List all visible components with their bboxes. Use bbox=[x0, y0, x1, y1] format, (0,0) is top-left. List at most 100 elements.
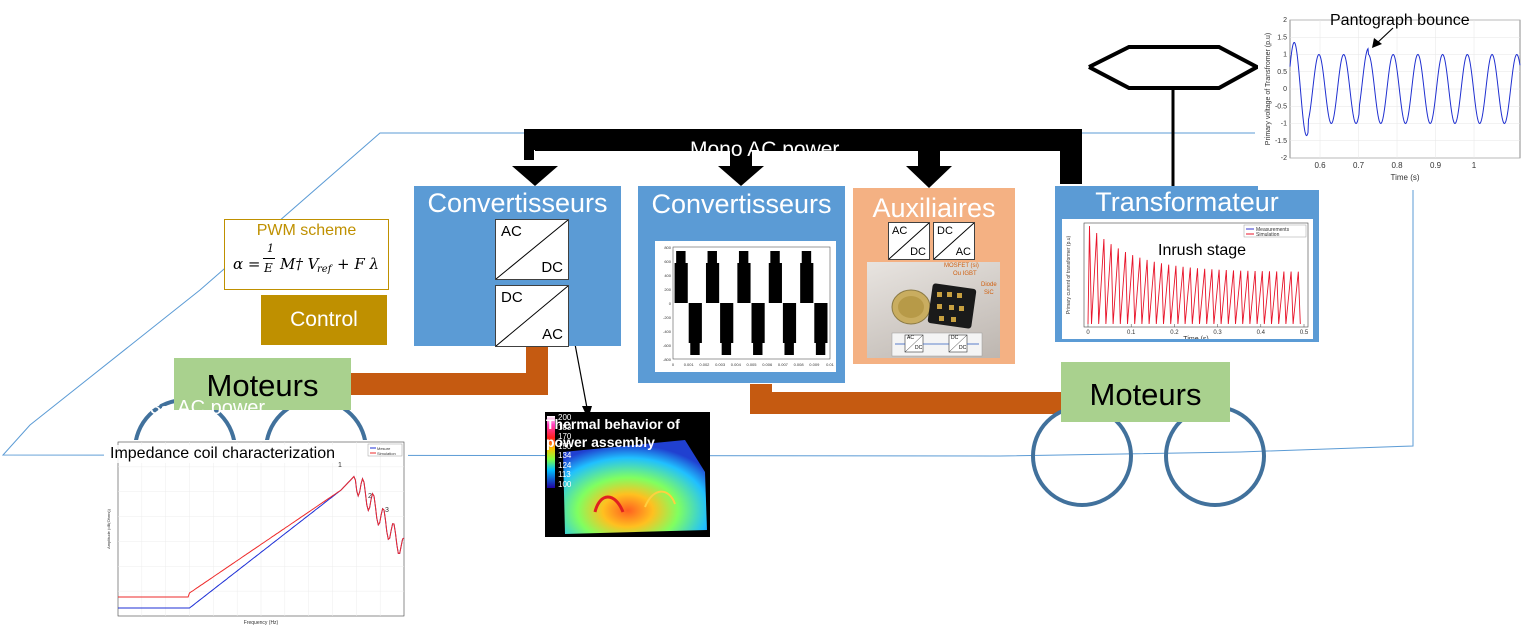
inrush-xtick: 0.1 bbox=[1127, 330, 1136, 336]
pwm-box: PWM scheme α = 1 E M† V ref + F λ bbox=[224, 219, 389, 290]
panto-ytick: 1 bbox=[1283, 52, 1287, 59]
wave-ytick: 0 bbox=[669, 301, 672, 306]
inrush-xtick: 0.5 bbox=[1300, 330, 1309, 336]
photo-label-igbt: Ou IGBT bbox=[953, 271, 977, 277]
wave-negative-step bbox=[751, 303, 765, 343]
wave-negative-step bbox=[688, 303, 702, 343]
wave-xtick: 0 bbox=[672, 362, 675, 367]
panto-xtick: 0.7 bbox=[1353, 161, 1365, 170]
wave-xtick: 0.01 bbox=[826, 362, 835, 367]
mono-ac-bus bbox=[524, 129, 1082, 184]
panto-ytick: -2 bbox=[1281, 155, 1287, 162]
wave-negative-step bbox=[814, 303, 828, 343]
wave-xtick: 0.007 bbox=[778, 362, 789, 367]
board-ac-bottom: DC bbox=[915, 345, 923, 351]
motors-right: Moteurs bbox=[1061, 362, 1230, 422]
legend-simulation: Simulation bbox=[1256, 232, 1280, 238]
auxiliaires-title: Auxiliaires bbox=[872, 193, 996, 223]
bus-arrow-2 bbox=[718, 166, 764, 186]
wave-frame bbox=[672, 246, 831, 360]
panto-xlabel: Time (s) bbox=[1390, 173, 1419, 182]
board-dc-top: DC bbox=[951, 335, 959, 341]
bus-arrow-1 bbox=[512, 166, 558, 186]
formula-den: E bbox=[264, 261, 273, 275]
panto-ytick: 2 bbox=[1283, 17, 1287, 24]
pantograph-bounce-label: Pantograph bounce bbox=[1330, 12, 1470, 29]
transformer-title: Transformateur bbox=[1095, 187, 1279, 217]
inrush-ylabel: Primary current of transformer (p.u) bbox=[1066, 235, 1072, 314]
inrush-simulation-line bbox=[1087, 225, 1301, 325]
panto-ytick: 0.5 bbox=[1277, 69, 1287, 76]
panto-ytick: -1 bbox=[1281, 121, 1287, 128]
train-body-outline bbox=[1, 132, 1414, 457]
imp-legend-mesure: Mesure bbox=[377, 446, 391, 451]
imp-ylabel: Amplitude (dB(Ohms)) bbox=[106, 508, 111, 548]
panto-ytick: 1.5 bbox=[1277, 34, 1287, 41]
formula-tail: + F λ bbox=[337, 255, 380, 273]
inrush-xlabel: Time (s) bbox=[1183, 336, 1208, 339]
imp-simulation-line bbox=[118, 475, 405, 598]
aux-dc-ac-icon: DC AC bbox=[933, 222, 975, 260]
wave-negative-step bbox=[782, 303, 797, 343]
board-dc-bottom: DC bbox=[959, 345, 967, 351]
wave-ytick: 400 bbox=[664, 273, 671, 278]
board-ac-top: AC bbox=[907, 335, 914, 341]
wave-positive-step bbox=[705, 263, 720, 303]
control-block: Control bbox=[261, 295, 387, 345]
panto-annotation-arrow bbox=[1375, 27, 1394, 45]
panto-ytick: -1.5 bbox=[1275, 138, 1287, 145]
pantograph-icon bbox=[1088, 45, 1262, 90]
converter-left: Convertisseurs AC DC DC AC bbox=[414, 186, 621, 347]
inrush-xtick: 0 bbox=[1086, 330, 1090, 336]
wave-ytick: 800 bbox=[664, 245, 671, 250]
wave-ytick: -400 bbox=[663, 329, 672, 334]
ac-dc-converter-icon: AC DC bbox=[495, 219, 569, 280]
panto-xtick: 1 bbox=[1472, 161, 1477, 170]
wave-xtick: 0.009 bbox=[809, 362, 820, 367]
panto-ytick: 0 bbox=[1283, 86, 1287, 93]
thermal-scale: 200 183 170 150 134 124 113 100 bbox=[558, 413, 572, 489]
inrush-xtick: 0.3 bbox=[1213, 330, 1222, 336]
board-photo-drawing bbox=[891, 283, 983, 357]
motors-left: Moteurs bbox=[174, 358, 351, 410]
wave-xtick: 0.001 bbox=[684, 362, 695, 367]
imp-legend bbox=[367, 443, 403, 457]
motors-left-label: Moteurs bbox=[206, 368, 319, 403]
photo-label-sic: SiC bbox=[984, 290, 994, 296]
power-link-left bbox=[348, 344, 548, 395]
inrush-label: Inrush stage bbox=[1158, 242, 1247, 259]
thermal-title: Thermal behavior of power assembly bbox=[546, 416, 680, 450]
wave-xtick: 0.008 bbox=[794, 362, 805, 367]
pwm-title: PWM scheme bbox=[256, 222, 357, 239]
wave-ytick: -200 bbox=[663, 315, 672, 320]
transformer-box: Transformateur 00.10.20.30.40.5Time (s)P… bbox=[1055, 186, 1319, 342]
wave-xtick: 0.004 bbox=[731, 362, 742, 367]
motors-right-label: Moteurs bbox=[1089, 377, 1202, 412]
thermal-image: 200 183 170 150 134 124 113 100 Thermal … bbox=[545, 412, 710, 537]
control-label: Control bbox=[290, 308, 358, 331]
wave-xtick: 0.003 bbox=[715, 362, 726, 367]
formula-lhs: α = bbox=[233, 255, 261, 273]
aux-ac-dc-icon: AC DC bbox=[888, 222, 930, 260]
wave-positive-step bbox=[674, 263, 688, 303]
imp-peak-3: 3 bbox=[385, 507, 389, 514]
wave-xtick: 0.005 bbox=[746, 362, 757, 367]
imp-peak-2: 2 bbox=[368, 493, 372, 500]
wave-positive-step bbox=[768, 263, 782, 303]
impedance-title: Impedance coil characterization bbox=[110, 445, 336, 463]
mono-ac-power-label: Mono AC power bbox=[690, 138, 840, 161]
inrush-frame bbox=[1083, 222, 1309, 328]
imp-peak-1: 1 bbox=[338, 462, 342, 469]
wave-negative-step bbox=[720, 303, 734, 343]
legend-measurements: Measurements bbox=[1256, 227, 1290, 233]
wave-positive-step bbox=[800, 263, 814, 303]
imp-legend-simulation: Simulation bbox=[377, 451, 396, 456]
wave-ytick: -800 bbox=[663, 357, 672, 362]
wave-positive-step bbox=[737, 263, 751, 303]
panto-xtick: 0.8 bbox=[1391, 161, 1403, 170]
panto-voltage-line bbox=[1289, 42, 1521, 137]
